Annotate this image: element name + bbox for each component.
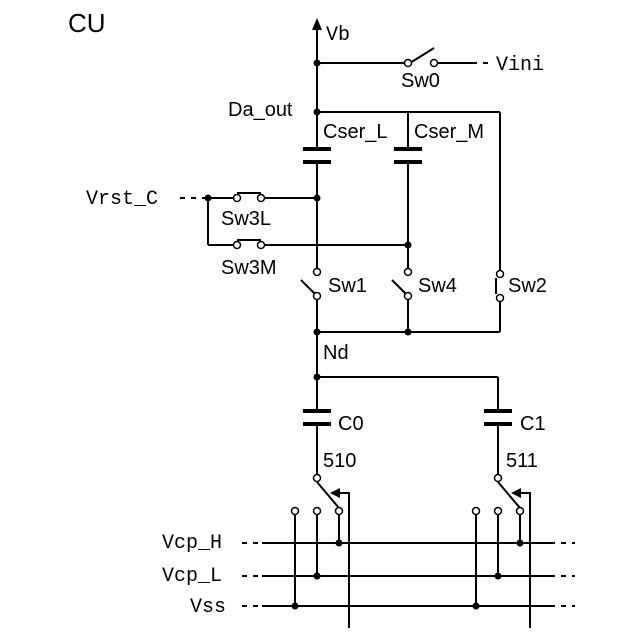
sw4-label: Sw4	[418, 275, 457, 297]
c0-label: C0	[338, 413, 364, 435]
vrstc-label: Vrst_C	[86, 188, 158, 211]
daout-label: Da_out	[228, 99, 293, 121]
vcpl-label: Vcp_L	[162, 565, 222, 588]
sw1-contact-top	[314, 269, 321, 276]
sw3l-contact-left	[234, 195, 241, 202]
sw2-contact-bottom	[497, 295, 504, 302]
sw4-contact-top	[405, 269, 412, 276]
c1-vcpl-dot	[495, 573, 502, 580]
diagram-title: CU	[68, 8, 106, 38]
vss-label: Vss	[190, 596, 226, 619]
c1-selector-pivot	[495, 475, 502, 482]
sw1-contact-bottom	[314, 293, 321, 300]
c0-selector-pivot	[314, 475, 321, 482]
sw0-contact-left	[405, 60, 412, 67]
c1-vcph-dot	[517, 540, 524, 547]
c1-label: C1	[520, 413, 546, 435]
sw0-contact-right	[431, 60, 438, 67]
c1-index-label: 511	[506, 450, 538, 472]
sw3l-contact-right	[258, 195, 265, 202]
c1-tap-vcph	[517, 508, 524, 515]
sw4-contact-bottom	[405, 293, 412, 300]
sw3m-contact-right	[258, 242, 265, 249]
sw3m-junction-dot	[405, 242, 412, 249]
c0-vcpl-dot	[314, 573, 321, 580]
c0-tap-vcph	[336, 508, 343, 515]
vcph-label: Vcp_H	[162, 532, 222, 555]
sw2-contact-top	[497, 271, 504, 278]
cserl-label: Cser_L	[323, 121, 387, 143]
c0-tap-vss	[292, 508, 299, 515]
c0-tap-vcpl	[314, 508, 321, 515]
vb-label: Vb	[326, 24, 350, 47]
cserm-label: Cser_M	[414, 121, 484, 143]
sw0-label: Sw0	[401, 70, 440, 92]
c0-vss-dot	[292, 603, 299, 610]
vini-label: Vini	[496, 54, 544, 77]
sw3l-junction-dot	[314, 195, 321, 202]
vb-arrow-icon	[312, 18, 322, 30]
c1-control-arrow-icon	[511, 488, 521, 498]
c1-vss-dot	[473, 603, 480, 610]
sw3m-contact-left	[234, 242, 241, 249]
sw1-label: Sw1	[328, 275, 367, 297]
sw3m-label: Sw3M	[221, 257, 277, 279]
c0-vcph-dot	[336, 540, 343, 547]
bus-mid-dot	[405, 329, 412, 336]
c0-control-arrow-icon	[330, 488, 340, 498]
nd-label: Nd	[323, 342, 349, 364]
sw2-label: Sw2	[508, 275, 547, 297]
sw3l-label: Sw3L	[221, 208, 271, 230]
c0-index-label: 510	[323, 450, 356, 472]
c1-tap-vss	[473, 508, 480, 515]
c1-tap-vcpl	[495, 508, 502, 515]
